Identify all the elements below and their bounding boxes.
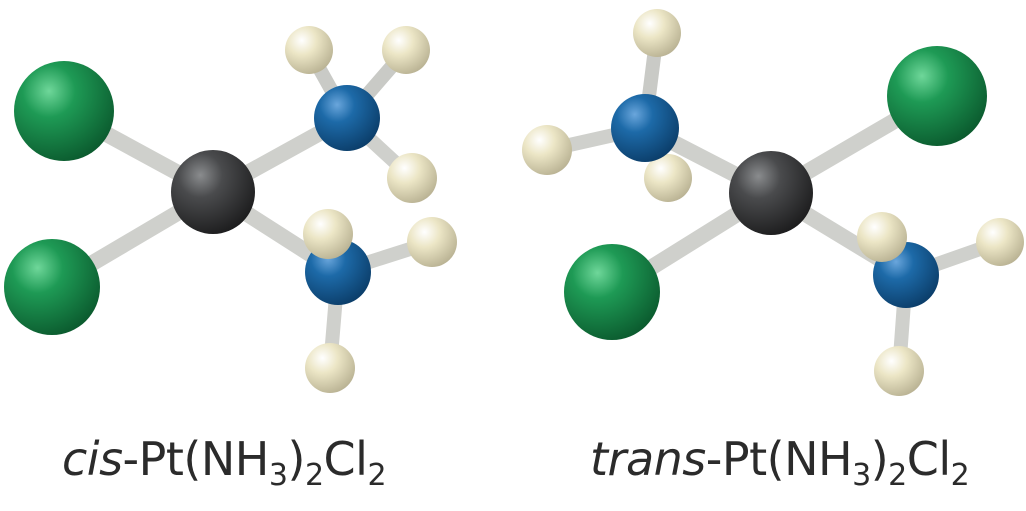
hydrogen-atom: [305, 343, 355, 393]
caption-part3: Cl: [906, 432, 951, 486]
hydrogen-atom: [976, 218, 1024, 266]
hydrogen-atom: [874, 346, 924, 396]
caption-part3: Cl: [323, 432, 368, 486]
hydrogen-atom: [407, 217, 457, 267]
caption-sub2: 2: [304, 458, 324, 493]
caption-prefix: trans: [590, 432, 706, 486]
caption-sub3: 2: [367, 458, 387, 493]
caption-part1: Pt(NH: [138, 432, 270, 486]
caption-sub1: 3: [268, 458, 288, 493]
cis-caption: cis-Pt(NH3)2Cl2: [62, 424, 387, 494]
hydrogen-atom: [303, 209, 353, 259]
chlorine-atom: [4, 239, 100, 335]
caption-sub3: 2: [950, 458, 970, 493]
trans-molecule: [522, 9, 1024, 396]
nitrogen-atom: [314, 85, 380, 151]
caption-prefix: cis: [62, 432, 123, 486]
chlorine-atom: [564, 244, 660, 340]
hydrogen-atom: [633, 9, 681, 57]
hydrogen-atom: [522, 125, 572, 175]
caption-part2: ): [287, 432, 305, 486]
caption-part2: ): [870, 432, 889, 486]
caption-sub2: 2: [888, 458, 907, 493]
platinum-atom: [729, 151, 813, 235]
caption-dash: -: [122, 432, 140, 486]
trans-caption: trans-Pt(NH3)2Cl2: [590, 424, 970, 494]
caption-dash: -: [705, 432, 723, 486]
nitrogen-atom: [611, 94, 679, 162]
chlorine-atom: [887, 46, 987, 146]
hydrogen-atom: [644, 154, 692, 202]
caption-part1: Pt(NH: [721, 432, 853, 486]
hydrogen-atom: [285, 26, 333, 74]
hydrogen-atom: [382, 26, 430, 74]
caption-sub1: 3: [852, 458, 871, 493]
cis-molecule: [4, 26, 457, 393]
chlorine-atom: [14, 61, 114, 161]
platinum-atom: [171, 150, 255, 234]
hydrogen-atom: [857, 212, 907, 262]
hydrogen-atom: [387, 153, 437, 203]
